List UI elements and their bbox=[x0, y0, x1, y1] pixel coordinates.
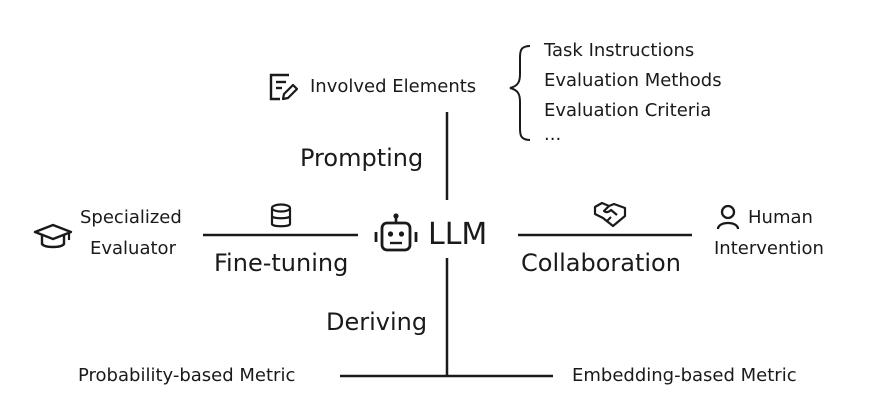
probability-based-metric-label: Probability-based Metric bbox=[78, 365, 296, 386]
edit-document-icon bbox=[268, 72, 298, 102]
prompting-label: Prompting bbox=[300, 144, 424, 172]
element-item-2: Evaluation Methods bbox=[544, 70, 722, 91]
human-intervention-line2: Intervention bbox=[714, 238, 824, 259]
human-intervention-line1: Human bbox=[748, 207, 813, 228]
database-icon bbox=[269, 203, 293, 229]
element-item-3: Evaluation Criteria bbox=[544, 100, 712, 121]
fine-tuning-label: Fine-tuning bbox=[214, 249, 349, 277]
handshake-icon bbox=[592, 199, 628, 229]
llm-label: LLM bbox=[428, 217, 488, 252]
person-icon bbox=[716, 204, 740, 230]
graduation-cap-icon bbox=[33, 222, 73, 252]
involved-elements-label: Involved Elements bbox=[310, 76, 477, 97]
specialized-evaluator-line2: Evaluator bbox=[90, 238, 176, 259]
robot-icon bbox=[373, 212, 419, 258]
element-item-1: Task Instructions bbox=[544, 40, 695, 61]
deriving-label: Deriving bbox=[326, 308, 428, 336]
embedding-based-metric-label: Embedding-based Metric bbox=[572, 365, 797, 386]
collaboration-label: Collaboration bbox=[521, 249, 681, 277]
elements-brace bbox=[509, 45, 531, 141]
specialized-evaluator-line1: Specialized bbox=[80, 207, 182, 228]
element-item-more: ... bbox=[544, 124, 562, 145]
